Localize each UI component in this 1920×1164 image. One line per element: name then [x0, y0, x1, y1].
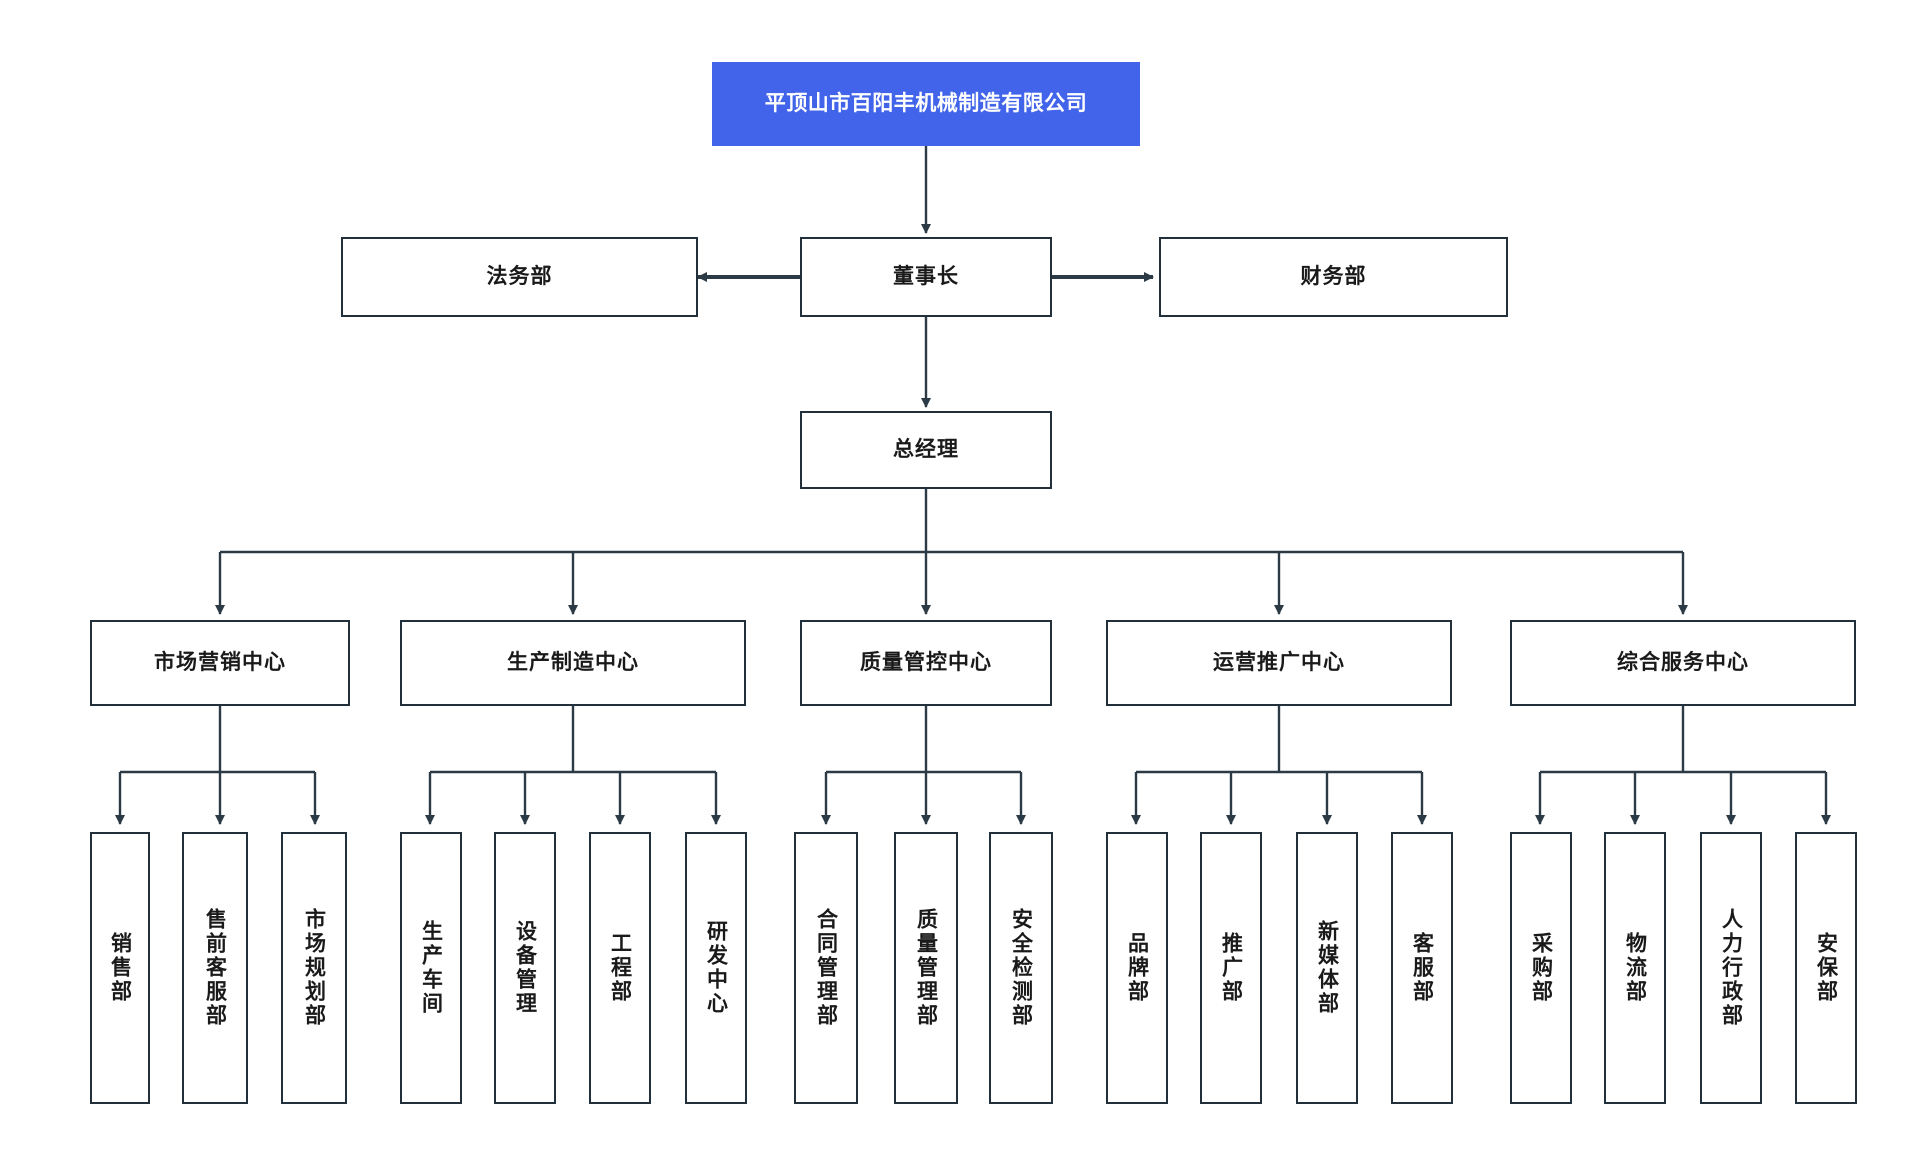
- node-center-manufacturing[interactable]: 生产制造中心: [400, 620, 746, 706]
- node-legal-department[interactable]: 法务部: [341, 237, 698, 317]
- node-center-marketing[interactable]: 市场营销中心: [90, 620, 350, 706]
- node-dept-customer-service[interactable]: 客服部: [1391, 832, 1453, 1104]
- node-label: 研发中心: [704, 920, 728, 1016]
- node-chairman[interactable]: 董事长: [800, 237, 1052, 317]
- node-dept-logistics[interactable]: 物流部: [1604, 832, 1666, 1104]
- node-label: 推广部: [1219, 932, 1243, 1004]
- node-dept-promotion[interactable]: 推广部: [1200, 832, 1262, 1104]
- node-label: 安全检测部: [1009, 908, 1033, 1028]
- node-label: 质量管控中心: [860, 650, 992, 674]
- node-label: 采购部: [1529, 932, 1553, 1004]
- node-center-quality[interactable]: 质量管控中心: [800, 620, 1052, 706]
- node-label: 品牌部: [1125, 932, 1149, 1004]
- node-label: 质量管理部: [914, 908, 938, 1028]
- node-dept-equipment-management[interactable]: 设备管理: [494, 832, 556, 1104]
- node-label: 运营推广中心: [1213, 650, 1345, 674]
- node-dept-market-planning[interactable]: 市场规划部: [281, 832, 347, 1104]
- node-label: 市场营销中心: [154, 650, 286, 674]
- node-center-services[interactable]: 综合服务中心: [1510, 620, 1856, 706]
- node-label: 人力行政部: [1719, 908, 1743, 1028]
- company-title: 平顶山市百阳丰机械制造有限公司: [764, 91, 1088, 115]
- node-dept-safety-inspection[interactable]: 安全检测部: [989, 832, 1053, 1104]
- node-label: 合同管理部: [814, 908, 838, 1028]
- node-label: 设备管理: [513, 920, 537, 1016]
- node-company-root[interactable]: 平顶山市百阳丰机械制造有限公司: [712, 62, 1140, 146]
- node-label: 新媒体部: [1315, 920, 1339, 1016]
- node-label: 安保部: [1814, 932, 1838, 1004]
- node-label: 总经理: [893, 437, 959, 461]
- node-dept-hr-administration[interactable]: 人力行政部: [1700, 832, 1762, 1104]
- node-dept-brand[interactable]: 品牌部: [1106, 832, 1168, 1104]
- node-dept-security[interactable]: 安保部: [1795, 832, 1857, 1104]
- node-label: 销售部: [108, 932, 132, 1004]
- node-label: 工程部: [608, 932, 632, 1004]
- node-label: 市场规划部: [302, 908, 326, 1028]
- node-dept-new-media[interactable]: 新媒体部: [1296, 832, 1358, 1104]
- node-label: 董事长: [893, 264, 959, 288]
- node-label: 法务部: [486, 264, 553, 288]
- node-label: 生产制造中心: [507, 650, 639, 674]
- node-dept-production-workshop[interactable]: 生产车间: [400, 832, 462, 1104]
- node-label: 客服部: [1410, 932, 1434, 1004]
- node-dept-rd-center[interactable]: 研发中心: [685, 832, 747, 1104]
- node-finance-department[interactable]: 财务部: [1159, 237, 1508, 317]
- node-dept-contract-management[interactable]: 合同管理部: [794, 832, 858, 1104]
- node-dept-engineering[interactable]: 工程部: [589, 832, 651, 1104]
- node-label: 财务部: [1300, 264, 1367, 288]
- node-label: 综合服务中心: [1617, 650, 1749, 674]
- node-dept-presale-service[interactable]: 售前客服部: [182, 832, 248, 1104]
- node-dept-quality-management[interactable]: 质量管理部: [894, 832, 958, 1104]
- node-label: 物流部: [1623, 932, 1647, 1004]
- node-label: 生产车间: [419, 920, 443, 1016]
- node-dept-sales[interactable]: 销售部: [90, 832, 150, 1104]
- node-general-manager[interactable]: 总经理: [800, 411, 1052, 489]
- node-label: 售前客服部: [203, 908, 227, 1028]
- node-dept-procurement[interactable]: 采购部: [1510, 832, 1572, 1104]
- node-center-operations[interactable]: 运营推广中心: [1106, 620, 1452, 706]
